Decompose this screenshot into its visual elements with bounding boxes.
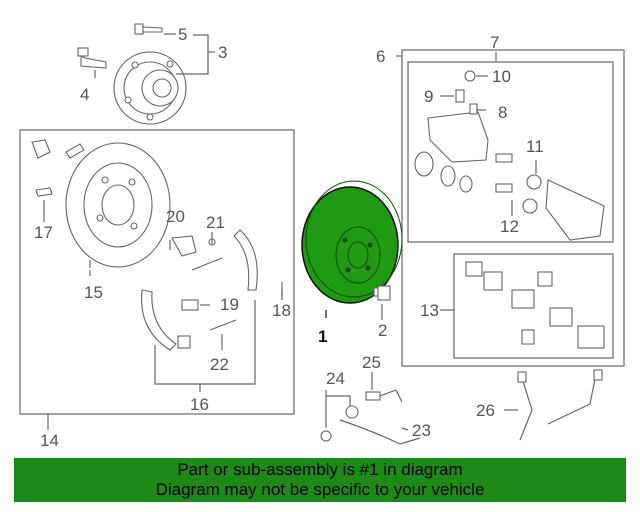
callout-11: 11 [526,137,544,156]
callout-4: 4 [80,85,89,104]
brake-shoe-group-box [19,129,295,415]
hub-screw-icon[interactable] [134,23,163,35]
hub-bolt-icon[interactable] [77,47,107,69]
callout-14: 14 [40,431,59,450]
adjuster-19-icon[interactable] [181,299,199,311]
callout-16: 16 [190,395,209,414]
wheel-speed-sensor-icon[interactable] [517,369,603,441]
callout-9: 9 [424,87,433,106]
spring-21-icon[interactable] [191,238,223,271]
caliper-group-box [401,49,625,367]
callout-12: 12 [500,217,519,236]
hardware-20-icon[interactable] [171,235,197,257]
spring-22-icon[interactable] [209,319,237,331]
caliper-bracket-icon[interactable] [427,111,489,163]
backing-plate-icon[interactable] [65,142,171,268]
pad-kit-box [453,253,614,359]
abs-sensor-cable-icon[interactable] [320,389,421,445]
callout-15: 15 [84,283,103,302]
callout-26: 26 [476,401,495,420]
piston-seal-icons[interactable] [414,151,473,193]
brake-pad-icons[interactable] [465,261,605,349]
callout-5: 5 [178,25,187,44]
callout-13: 13 [420,301,439,320]
callout-19: 19 [220,295,239,314]
brake-rotor-icon[interactable] [301,180,403,304]
callout-21: 21 [206,213,225,232]
callout-18: 18 [272,301,291,320]
guide-pin-icons[interactable] [455,70,542,214]
callout-8: 8 [498,103,507,122]
notice-line-1: Part or sub-assembly is #1 in diagram [177,460,463,479]
callout-6: 6 [376,47,385,66]
callout-24: 24 [326,369,345,388]
callout-20: 20 [166,207,185,226]
brake-shoe-left-icon[interactable] [141,289,177,351]
fitment-notice-banner: Part or sub-assembly is #1 in diagram Di… [14,458,626,502]
caliper-subgroup-box [407,61,614,243]
callout-1: 1 [318,327,327,346]
callout-3: 3 [218,43,227,62]
parts-diagram: 1 2 3 4 5 6 7 8 9 10 11 12 13 14 15 16 1… [19,23,625,450]
clip-icons[interactable] [31,139,85,197]
callout-23: 23 [412,421,431,440]
callout-7: 7 [490,33,499,52]
notice-line-2: Diagram may not be specific to your vehi… [155,480,485,499]
callout-17: 17 [34,223,53,242]
rotor-screw-icon[interactable] [373,285,391,301]
caliper-body-icon[interactable] [545,179,605,241]
callout-10: 10 [492,67,511,86]
hub-bearing-icon[interactable] [113,51,187,125]
callout-22: 22 [210,355,229,374]
brake-shoe-right-icon[interactable] [233,229,258,291]
callout-25: 25 [362,353,381,372]
callout-2: 2 [378,321,387,340]
